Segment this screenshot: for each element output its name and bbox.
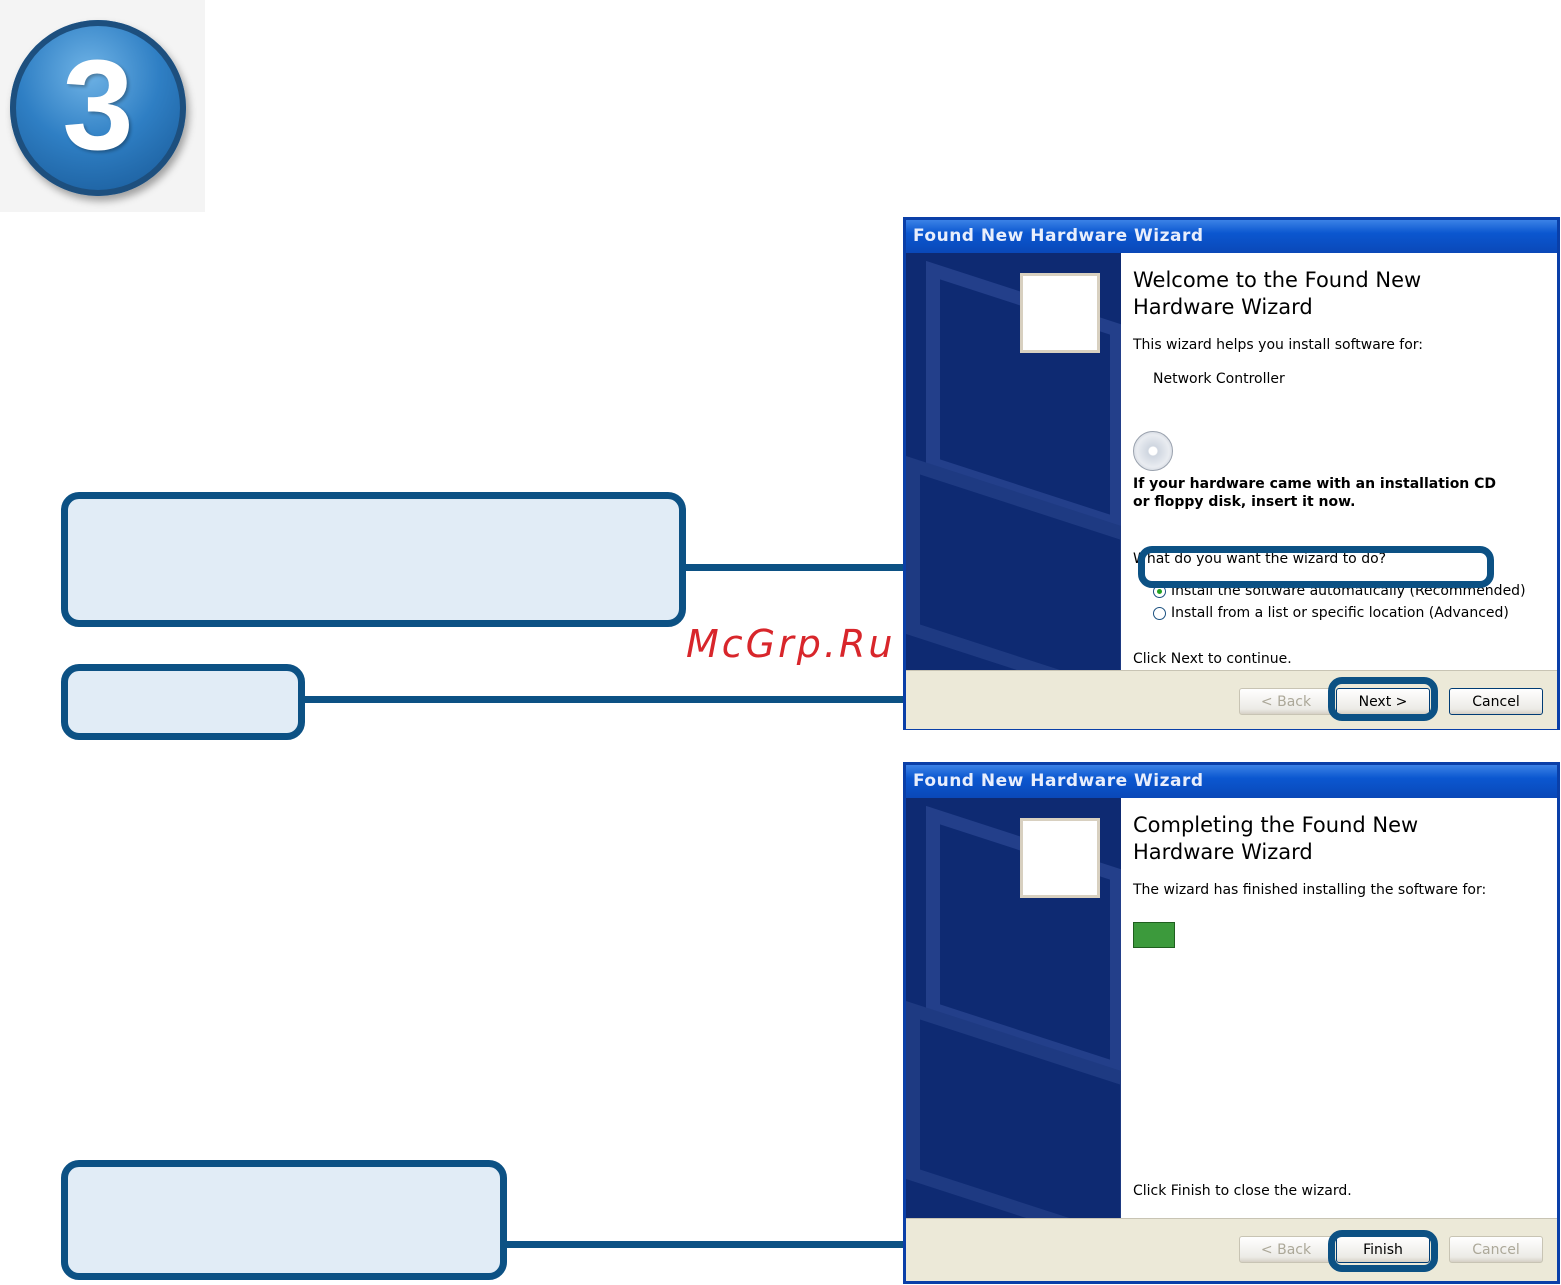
highlight-finish [1328, 1230, 1438, 1272]
wizard-side-graphic [906, 798, 1121, 1218]
close-text: Click Finish to close the wizard. [1133, 1183, 1352, 1199]
hardware-wizard-icon [1020, 818, 1100, 898]
wizard-footer: < Back Next > Cancel [906, 670, 1557, 729]
wizard-side-graphic [906, 253, 1121, 670]
step-badge: 3 [0, 0, 205, 212]
network-card-icon [1133, 922, 1175, 948]
callout-next [61, 664, 305, 740]
wizard-window-completing: Found New Hardware Wizard Completing the… [903, 762, 1560, 1284]
radio-manual[interactable] [1153, 606, 1166, 620]
wizard-titlebar[interactable]: Found New Hardware Wizard [906, 220, 1557, 253]
hardware-wizard-icon [1020, 273, 1100, 353]
step-number-circle: 3 [10, 20, 186, 196]
watermark: McGrp.Ru [686, 622, 896, 666]
back-button[interactable]: < Back [1239, 688, 1333, 715]
wizard-heading: Welcome to the Found New Hardware Wizard [1133, 268, 1422, 319]
cd-note: If your hardware came with an installati… [1133, 431, 1545, 511]
connector-next [303, 696, 1333, 703]
cancel-button[interactable]: Cancel [1449, 688, 1543, 715]
highlight-next [1328, 677, 1438, 721]
network-card-row [1133, 922, 1545, 953]
wizard-heading: Completing the Found New Hardware Wizard [1133, 813, 1419, 864]
highlight-install-auto [1138, 546, 1494, 588]
step-number: 3 [62, 34, 134, 177]
callout-install-auto [61, 492, 686, 627]
finished-text: The wizard has finished installing the s… [1133, 882, 1487, 898]
callout-finish [61, 1160, 507, 1280]
wizard-question: What do you want the wizard to do? [1133, 551, 1387, 567]
cancel-button[interactable]: Cancel [1449, 1236, 1543, 1263]
wizard-footer: < Back Finish Cancel [906, 1218, 1557, 1277]
finish-button[interactable]: Finish [1336, 1236, 1430, 1263]
wizard-intro: This wizard helps you install software f… [1133, 337, 1424, 353]
next-button[interactable]: Next > [1336, 688, 1430, 715]
option-install-manual[interactable]: Install from a list or specific location… [1153, 605, 1545, 621]
wizard-window-welcome: Found New Hardware Wizard Welcome to the… [903, 217, 1560, 730]
back-button[interactable]: < Back [1239, 1236, 1333, 1263]
wizard-titlebar[interactable]: Found New Hardware Wizard [906, 765, 1557, 798]
device-name: Network Controller [1153, 371, 1285, 387]
continue-text: Click Next to continue. [1133, 651, 1292, 667]
cd-icon [1133, 431, 1173, 471]
